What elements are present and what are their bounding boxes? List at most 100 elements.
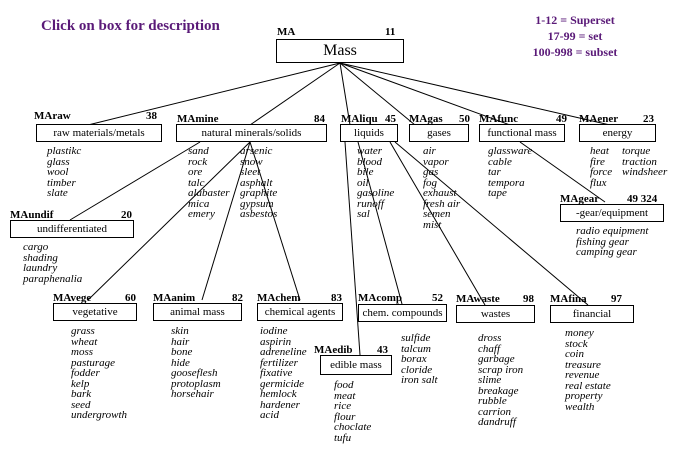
wastes-items: dross chaff garbage scrap iron slime bre…: [478, 333, 523, 428]
list-item: blood: [357, 155, 383, 168]
node-code: MAraw: [34, 110, 71, 122]
list-item: hemlock: [260, 388, 297, 400]
list-item: adreneline: [260, 346, 307, 358]
node-number: 43: [377, 344, 388, 356]
list-item: fixative: [260, 367, 293, 379]
liquids-box[interactable]: liquids: [340, 124, 398, 142]
list-item: cable: [488, 155, 512, 168]
list-item: moss: [71, 346, 94, 358]
natural-minerals-box[interactable]: natural minerals/solids: [176, 124, 327, 142]
raw-materials-box[interactable]: raw materials/metals: [36, 124, 162, 142]
list-item: bark: [71, 388, 92, 400]
list-item: wool: [47, 166, 69, 178]
list-item: gypsum: [240, 197, 274, 210]
list-item: shading: [23, 251, 58, 264]
list-item: germicide: [260, 377, 304, 390]
edible-items: food meat rice flour choclate tufu: [334, 380, 371, 443]
vegetative-items: grass wheat moss pasturage fodder kelp b…: [71, 326, 127, 421]
node-code: MAener: [579, 113, 619, 125]
animal-mass-box[interactable]: animal mass: [153, 303, 242, 321]
list-item: paraphenalia: [23, 272, 83, 285]
list-item: glassware: [488, 145, 533, 157]
vegetative-box[interactable]: vegetative: [53, 303, 137, 321]
list-item: water: [357, 145, 383, 157]
mine-items-col1: sand rock ore talc alabaster mica emery: [188, 146, 230, 220]
wastes-box[interactable]: wastes: [456, 305, 535, 323]
gases-box[interactable]: gases: [409, 124, 469, 142]
list-item: flour: [334, 410, 356, 423]
functional-mass-box[interactable]: functional mass: [479, 124, 565, 142]
node-number: 45: [385, 113, 396, 125]
list-item: fodder: [71, 367, 100, 379]
financial-box[interactable]: financial: [550, 305, 634, 323]
connector-undif: [69, 141, 201, 221]
list-item: coin: [565, 348, 584, 360]
list-item: food: [334, 379, 354, 391]
node-number: 97: [611, 293, 622, 305]
list-item: breakage: [478, 384, 519, 397]
node-code: MAgear: [560, 193, 600, 205]
list-item: money: [565, 327, 594, 339]
gear-equipment-box[interactable]: -gear/equipment: [560, 204, 664, 222]
node-number: 60: [125, 292, 136, 304]
node-number: 49: [556, 113, 567, 125]
connector-waste: [389, 141, 486, 306]
list-item: borax: [401, 353, 427, 365]
list-item: tufu: [334, 431, 352, 444]
list-item: timber: [47, 176, 76, 189]
list-item: fertilizer: [260, 356, 298, 369]
list-item: cargo: [23, 241, 49, 253]
list-item: plastikc: [47, 145, 82, 157]
connector-ener: [339, 62, 611, 126]
list-item: ore: [188, 166, 203, 178]
list-item: fresh air: [423, 197, 461, 210]
liquids-items: water blood bile oil gasoline runoff sal: [357, 146, 394, 220]
mass-box[interactable]: Mass: [276, 39, 404, 63]
list-item: real estate: [565, 379, 611, 392]
list-item: undergrowth: [71, 409, 128, 421]
list-item: kelp: [71, 377, 90, 390]
legend: 1-12 = Superset 17-99 = set 100-998 = su…: [520, 12, 630, 60]
list-item: asphalt: [240, 176, 273, 189]
edible-mass-box[interactable]: edible mass: [320, 355, 392, 375]
list-item: mist: [423, 218, 442, 231]
gear-items: radio equipment fishing gear camping gea…: [576, 226, 648, 258]
list-item: windsheer: [622, 166, 668, 178]
node-code: MAliqu: [341, 113, 378, 125]
list-item: mica: [188, 197, 210, 210]
list-item: bone: [171, 346, 193, 358]
list-item: gooseflesh: [171, 367, 218, 379]
node-code: MAchem: [257, 292, 301, 304]
connector-func: [339, 62, 511, 126]
mine-items-col2: arsenic snow sleet asphalt graphite gyps…: [240, 146, 277, 220]
list-item: torque: [622, 145, 651, 157]
animal-items: skin hair bone hide gooseflesh protoplas…: [171, 326, 221, 400]
list-item: revenue: [565, 369, 600, 381]
list-item: dandruff: [478, 416, 516, 428]
node-number: 84: [314, 113, 325, 125]
node-code: MAedib: [314, 344, 353, 356]
connector-vege: [87, 141, 251, 301]
list-item: skin: [171, 325, 189, 337]
connector-mine: [249, 62, 341, 126]
undifferentiated-box[interactable]: undifferentiated: [10, 220, 134, 238]
list-item: bile: [357, 166, 374, 178]
connector-fina: [394, 141, 589, 306]
chemical-agents-box[interactable]: chemical agents: [257, 303, 343, 321]
list-item: scrap iron: [478, 363, 524, 376]
list-item: rice: [334, 400, 352, 412]
node-code: MAgas: [409, 113, 443, 125]
list-item: cloride: [401, 363, 433, 376]
list-item: dross: [478, 332, 502, 344]
chemical-items: iodine aspirin adreneline fertilizer fix…: [260, 326, 307, 421]
energy-items-col1: heat fire force flux: [590, 146, 612, 188]
node-number: 98: [523, 293, 534, 305]
list-item: protoplasm: [171, 377, 221, 390]
chem-compounds-box[interactable]: chem. compounds: [358, 304, 447, 322]
list-item: pasturage: [71, 356, 115, 369]
energy-box[interactable]: energy: [579, 124, 656, 142]
node-number: 11: [385, 26, 396, 38]
list-item: garbage: [478, 353, 515, 365]
list-item: exhaust: [423, 187, 457, 199]
list-item: carrion: [478, 405, 511, 418]
